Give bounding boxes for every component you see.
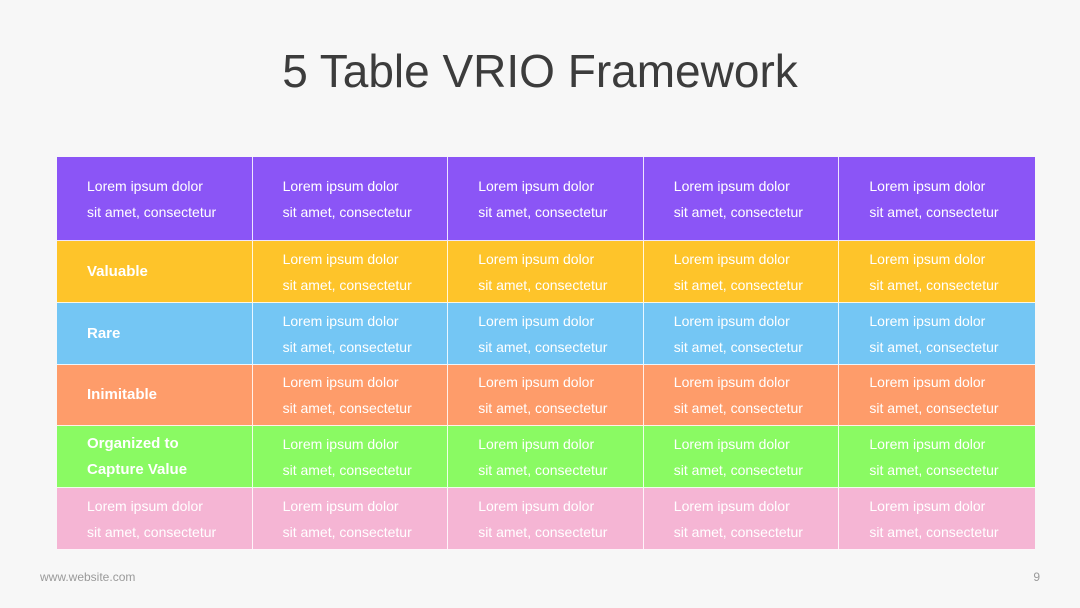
cell-text: sit amet, consectetur (869, 338, 999, 355)
cell-text: Lorem ipsum dolor (673, 312, 790, 329)
cell-text: sit amet, consectetur (282, 523, 412, 540)
header-cell: Lorem ipsum dolor sit amet, consectetur (448, 157, 644, 241)
cell-text: sit amet, consectetur (87, 203, 217, 220)
cell-text: Lorem ipsum dolor (282, 374, 399, 390)
row-label-inimitable: Inimitable (57, 365, 253, 426)
table-cell: Lorem ipsum dolor sit amet, consectetur (643, 488, 840, 550)
cell-text: sit amet, consectetur (673, 523, 803, 540)
cell-text: sit amet, consectetur (673, 338, 803, 355)
cell-text: Lorem ipsum dolor (478, 435, 595, 452)
cell-text: Lorem ipsum dolor (673, 435, 790, 452)
table-cell: Lorem ipsum dolor sit amet, consectetur (252, 426, 449, 488)
header-cell: Lorem ipsum dolor sit amet, consectetur (252, 157, 449, 241)
cell-text: Lorem ipsum dolor (282, 312, 399, 329)
row-label-text: sit amet, consectetur (87, 523, 217, 540)
table-cell: Lorem ipsum dolor sit amet, consectetur (839, 426, 1035, 488)
cell-text: Lorem ipsum dolor (869, 312, 986, 329)
cell-text: sit amet, consectetur (282, 203, 412, 220)
cell-text: sit amet, consectetur (673, 461, 803, 478)
slide-title: 5 Table VRIO Framework (282, 45, 798, 97)
cell-text: sit amet, consectetur (478, 276, 608, 293)
table-cell: Lorem ipsum dolor sit amet, consectetur (252, 488, 449, 550)
table-cell: Lorem ipsum dolor sit amet, consectetur (252, 365, 449, 426)
cell-text: Lorem ipsum dolor (869, 177, 986, 194)
row-label-valuable: Valuable (57, 241, 253, 303)
cell-text: Lorem ipsum dolor (673, 497, 790, 514)
cell-text: Lorem ipsum dolor (673, 374, 790, 390)
table-cell: Lorem ipsum dolor sit amet, consectetur (839, 365, 1035, 426)
header-cell: Lorem ipsum dolor sit amet, consectetur (839, 157, 1035, 241)
cell-text: sit amet, consectetur (478, 203, 608, 220)
table-cell: Lorem ipsum dolor sit amet, consectetur (643, 426, 840, 488)
cell-text: Lorem ipsum dolor (282, 177, 399, 194)
cell-text: Lorem ipsum dolor (869, 435, 986, 452)
cell-text: sit amet, consectetur (869, 276, 999, 293)
cell-text: sit amet, consectetur (478, 523, 608, 540)
cell-text: sit amet, consectetur (869, 461, 999, 478)
table-cell: Lorem ipsum dolor sit amet, consectetur (448, 241, 644, 303)
table-cell: Lorem ipsum dolor sit amet, consectetur (448, 365, 644, 426)
cell-text: Lorem ipsum dolor (673, 177, 790, 194)
table-cell: Lorem ipsum dolor sit amet, consectetur (643, 365, 840, 426)
cell-text: Lorem ipsum dolor (282, 250, 399, 267)
row-label-organized: Organized to Capture Value (57, 426, 253, 488)
row-label-text: Rare (87, 324, 121, 342)
cell-text: Lorem ipsum dolor (869, 497, 986, 514)
cell-text: Lorem ipsum dolor (478, 374, 595, 390)
header-cell: Lorem ipsum dolor sit amet, consectetur (57, 157, 253, 241)
table-cell: Lorem ipsum dolor sit amet, consectetur (839, 241, 1035, 303)
row-label-text: Organized to (87, 434, 179, 452)
cell-text: sit amet, consectetur (282, 400, 412, 416)
cell-text: sit amet, consectetur (478, 461, 608, 478)
table-cell: Lorem ipsum dolor sit amet, consectetur (839, 303, 1035, 365)
cell-text: sit amet, consectetur (869, 523, 999, 540)
table-cell: Lorem ipsum dolor sit amet, consectetur (643, 241, 840, 303)
footer-website: www.website.com (40, 570, 136, 584)
cell-text: Lorem ipsum dolor (869, 250, 986, 267)
cell-text: Lorem ipsum dolor (673, 250, 790, 267)
row-label-rare: Rare (57, 303, 253, 365)
table-cell: Lorem ipsum dolor sit amet, consectetur (643, 303, 840, 365)
cell-text: Lorem ipsum dolor (478, 312, 595, 329)
row-label-text: Inimitable (87, 386, 158, 403)
cell-text: Lorem ipsum dolor (478, 250, 595, 267)
cell-text: Lorem ipsum dolor (87, 177, 203, 194)
table-cell: Lorem ipsum dolor sit amet, consectetur (448, 488, 644, 550)
row-label-text: Lorem ipsum dolor (87, 497, 203, 514)
table-cell: Lorem ipsum dolor sit amet, consectetur (252, 241, 449, 303)
cell-text: sit amet, consectetur (673, 400, 803, 416)
cell-text: sit amet, consectetur (869, 203, 999, 220)
cell-text: Lorem ipsum dolor (282, 435, 399, 452)
row-label-text: Capture Value (87, 460, 188, 478)
cell-text: Lorem ipsum dolor (282, 497, 399, 514)
cell-text: sit amet, consectetur (478, 400, 608, 416)
cell-text: Lorem ipsum dolor (869, 374, 986, 390)
row-label-text: Valuable (87, 262, 148, 280)
vrio-table: Lorem ipsum dolor sit amet, consectetur … (57, 157, 1035, 550)
table-cell: Lorem ipsum dolor sit amet, consectetur (252, 303, 449, 365)
page-number: 9 (1033, 570, 1040, 584)
table-cell: Lorem ipsum dolor sit amet, consectetur (839, 488, 1035, 550)
cell-text: sit amet, consectetur (673, 203, 803, 220)
cell-text: sit amet, consectetur (282, 461, 412, 478)
cell-text: Lorem ipsum dolor (478, 177, 595, 194)
cell-text: sit amet, consectetur (673, 276, 803, 293)
header-cell: Lorem ipsum dolor sit amet, consectetur (643, 157, 840, 241)
cell-text: sit amet, consectetur (869, 400, 999, 416)
cell-text: sit amet, consectetur (478, 338, 608, 355)
row-label-last: Lorem ipsum dolor sit amet, consectetur (57, 488, 253, 550)
cell-text: sit amet, consectetur (282, 276, 412, 293)
table-cell: Lorem ipsum dolor sit amet, consectetur (448, 426, 644, 488)
cell-text: Lorem ipsum dolor (478, 497, 595, 514)
cell-text: sit amet, consectetur (282, 338, 412, 355)
table-cell: Lorem ipsum dolor sit amet, consectetur (448, 303, 644, 365)
